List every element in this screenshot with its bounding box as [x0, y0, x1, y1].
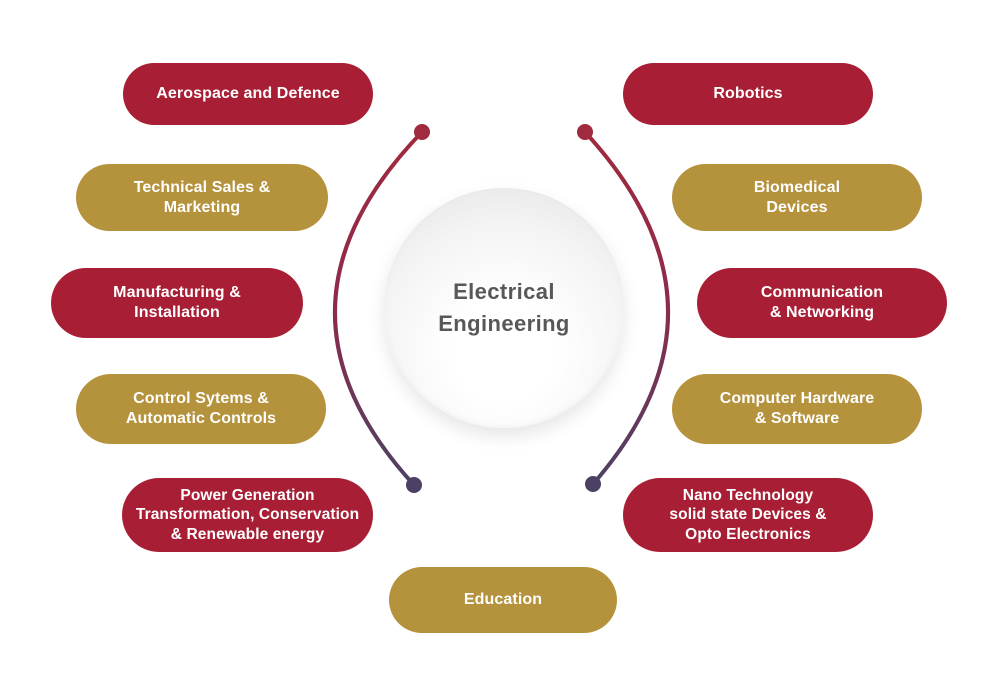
- center-title: Electrical Engineering: [438, 279, 570, 336]
- pill-label: Biomedical Devices: [753, 178, 841, 216]
- pill-label: Communication & Networking: [760, 284, 884, 321]
- pill-computer-hardware-software: Computer Hardware & Software: [672, 374, 922, 444]
- pill-technical-sales-marketing: Technical Sales & Marketing: [76, 164, 328, 231]
- arc-endpoint-dot-top-right: [577, 124, 593, 140]
- pill-label: Technical Sales & Marketing: [133, 178, 271, 216]
- pill-manufacturing-installation: Manufacturing & Installation: [51, 268, 303, 338]
- pill-robotics: Robotics: [623, 63, 873, 125]
- pill-aerospace-and-defence: Aerospace and Defence: [123, 63, 373, 125]
- pill-education: Education: [389, 567, 617, 633]
- arc-endpoint-dot-bottom-right: [585, 476, 601, 492]
- pill-nano-technology-solid-state-devices-opto-electronics: Nano Technology solid state Devices & Op…: [623, 478, 873, 552]
- pill-label: Robotics: [713, 85, 783, 102]
- pill-label: Nano Technology solid state Devices & Op…: [669, 486, 827, 543]
- pill-biomedical-devices: Biomedical Devices: [672, 164, 922, 231]
- pill-label: Aerospace and Defence: [156, 85, 340, 102]
- pill-label: Power Generation Transformation, Conserv…: [135, 486, 360, 543]
- pill-power-generation-transformation-conservation-renewable-energy: Power Generation Transformation, Conserv…: [122, 478, 373, 552]
- arc-endpoint-dot-bottom-left: [406, 477, 422, 493]
- pill-label: Computer Hardware & Software: [719, 390, 875, 427]
- pill-control-systems-automatic-controls: Control Sytems & Automatic Controls: [76, 374, 326, 444]
- pill-communication-networking: Communication & Networking: [697, 268, 947, 338]
- pill-label: Control Sytems & Automatic Controls: [125, 390, 277, 427]
- pill-label: Manufacturing & Installation: [113, 284, 241, 321]
- arc-endpoint-dot-top-left: [414, 124, 430, 140]
- center-circle: Electrical Engineering: [384, 188, 624, 428]
- pill-label: Education: [463, 591, 543, 608]
